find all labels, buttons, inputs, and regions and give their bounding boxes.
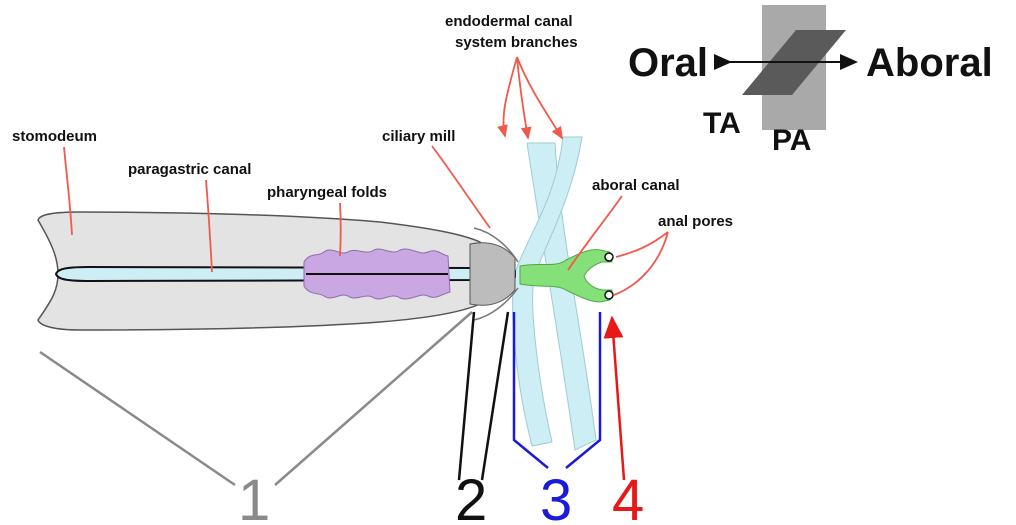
endodermal-label-line2: system branches bbox=[455, 34, 578, 51]
aboral-canal-label: aboral canal bbox=[592, 177, 680, 194]
pharyngeal-folds-label: pharyngeal folds bbox=[267, 184, 387, 201]
pa-label: PA bbox=[772, 124, 811, 157]
region-4-label: 4 bbox=[612, 468, 644, 525]
anal-pore-upper bbox=[605, 253, 613, 261]
paragastric-canal-label: paragastric canal bbox=[128, 161, 251, 178]
region-3-label: 3 bbox=[540, 468, 572, 525]
oral-label: Oral bbox=[628, 41, 708, 85]
orientation-key: Oral Aboral TA PA bbox=[628, 5, 993, 157]
anal-pore-lower bbox=[605, 291, 613, 299]
aboral-label: Aboral bbox=[866, 41, 993, 85]
region-2-label: 2 bbox=[455, 468, 487, 525]
ta-label: TA bbox=[703, 107, 741, 140]
region-1-label: 1 bbox=[238, 468, 270, 525]
endodermal-label-line1: endodermal canal bbox=[445, 13, 573, 30]
stomodeum-label: stomodeum bbox=[12, 128, 97, 145]
anal-pores-label: anal pores bbox=[658, 213, 733, 230]
ciliary-mill-label: ciliary mill bbox=[382, 128, 455, 145]
